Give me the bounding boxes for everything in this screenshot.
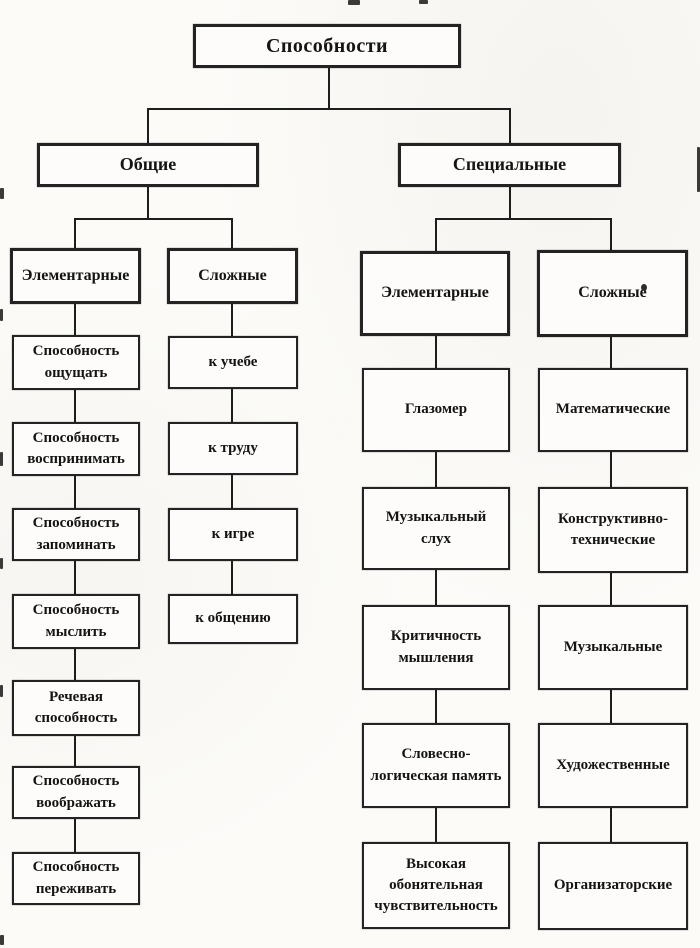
node-general-elementary-item-6: Способность воображать bbox=[12, 766, 140, 819]
node-special: Специальные bbox=[398, 143, 621, 187]
node-special-elementary-header: Элементарные bbox=[360, 251, 510, 336]
scan-artifact bbox=[0, 452, 3, 466]
connector-line bbox=[74, 218, 76, 248]
node-special-complex-header: Сложные bbox=[537, 250, 688, 337]
connector-line bbox=[74, 649, 76, 680]
scan-artifact bbox=[0, 309, 3, 321]
connector-line bbox=[74, 476, 76, 508]
connector-line bbox=[74, 561, 76, 594]
node-general-elementary-item-3: Способность запоминать bbox=[12, 508, 140, 561]
scan-artifact bbox=[0, 558, 3, 569]
connector-line bbox=[610, 218, 612, 250]
node-special-complex-item-4: Художественные bbox=[538, 723, 688, 808]
scan-artifact bbox=[0, 188, 4, 199]
node-general-elementary-item-1: Способность ощущать bbox=[12, 335, 140, 390]
node-general-elementary-item-7: Способность переживать bbox=[12, 852, 140, 905]
node-general-complex-item-3: к игре bbox=[168, 508, 298, 561]
scan-artifact bbox=[419, 0, 428, 4]
connector-line bbox=[435, 218, 437, 251]
node-general-elementary-header: Элементарные bbox=[10, 248, 141, 304]
connector-line bbox=[74, 819, 76, 852]
connector-line bbox=[435, 690, 437, 723]
node-general-complex-item-2: к труду bbox=[168, 422, 298, 475]
connector-line bbox=[74, 736, 76, 766]
connector-line bbox=[435, 570, 437, 605]
connector-line bbox=[231, 475, 233, 508]
node-general-elementary-item-5: Речевая способность bbox=[12, 680, 140, 736]
connector-line bbox=[147, 108, 511, 110]
node-general-complex-header: Сложные bbox=[167, 248, 298, 304]
node-special-elementary-item-5: Высокая обонятельная чувствительность bbox=[362, 842, 510, 929]
connector-line bbox=[328, 68, 330, 108]
connector-line bbox=[509, 187, 511, 218]
node-special-complex-item-1: Математические bbox=[538, 368, 688, 452]
connector-line bbox=[610, 337, 612, 368]
scan-artifact bbox=[697, 147, 700, 192]
scan-artifact bbox=[348, 0, 360, 5]
connector-line bbox=[231, 389, 233, 422]
connector-line bbox=[610, 808, 612, 842]
node-root-abilities: Способности bbox=[193, 24, 461, 68]
node-special-elementary-item-4: Словесно-логическая память bbox=[362, 723, 510, 808]
node-special-complex-item-5: Организаторские bbox=[538, 842, 688, 930]
connector-line bbox=[147, 187, 149, 218]
connector-line bbox=[74, 390, 76, 422]
node-special-elementary-item-2: Музыкальный слух bbox=[362, 487, 510, 570]
node-special-elementary-item-3: Критичность мышления bbox=[362, 605, 510, 690]
scan-artifact bbox=[0, 685, 3, 697]
connector-line bbox=[147, 108, 149, 143]
node-special-complex-item-3: Музыкальные bbox=[538, 605, 688, 690]
node-general-elementary-item-2: Способность воспринимать bbox=[12, 422, 140, 476]
connector-line bbox=[610, 573, 612, 605]
connector-line bbox=[74, 304, 76, 335]
node-special-elementary-item-1: Глазомер bbox=[362, 368, 510, 452]
connector-line bbox=[509, 108, 511, 143]
node-general-complex-item-1: к учебе bbox=[168, 336, 298, 389]
connector-line bbox=[610, 690, 612, 723]
node-special-complex-item-2: Конструктивно-технические bbox=[538, 487, 688, 573]
scan-artifact bbox=[641, 284, 647, 291]
node-general: Общие bbox=[37, 143, 259, 187]
connector-line bbox=[610, 452, 612, 487]
connector-line bbox=[74, 218, 233, 220]
connector-line bbox=[231, 561, 233, 594]
connector-line bbox=[435, 452, 437, 487]
connector-line bbox=[231, 304, 233, 336]
node-general-complex-item-4: к общению bbox=[168, 594, 298, 644]
node-general-elementary-item-4: Способность мыслить bbox=[12, 594, 140, 649]
connector-line bbox=[231, 218, 233, 248]
connector-line bbox=[435, 336, 437, 368]
connector-line bbox=[435, 218, 612, 220]
scan-artifact bbox=[0, 935, 4, 945]
connector-line bbox=[435, 808, 437, 842]
